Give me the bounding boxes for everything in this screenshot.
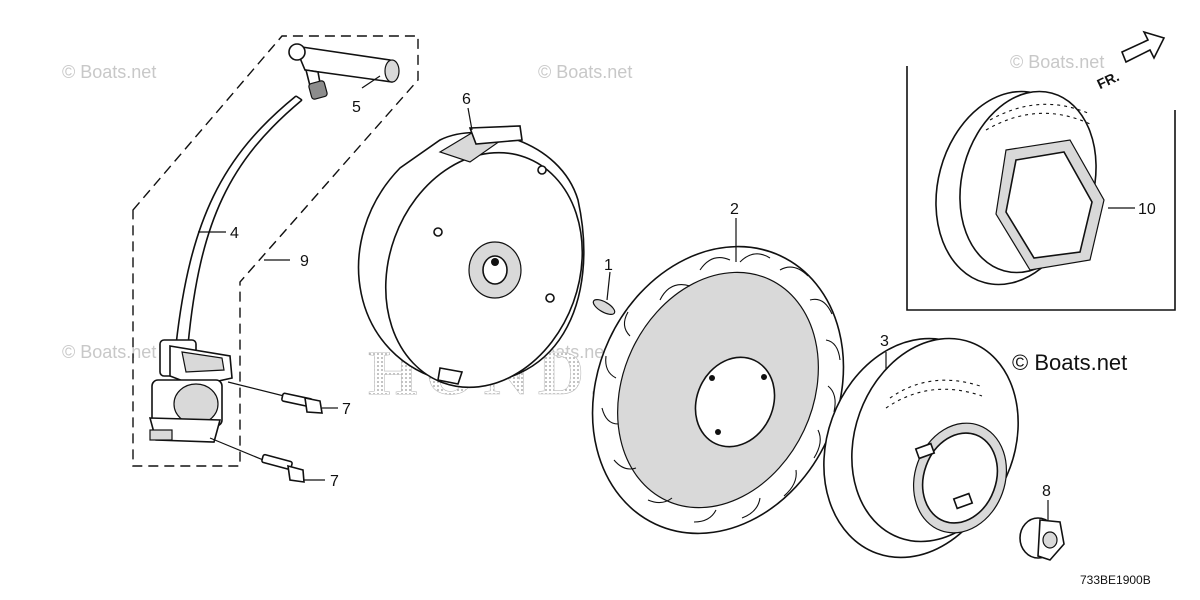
callout-5: 5 xyxy=(352,99,361,116)
diagram-code: 733BE1900B xyxy=(1080,573,1151,587)
watermark-middle-left: © Boats.net xyxy=(62,342,156,362)
callout-3: 3 xyxy=(880,333,889,350)
watermark-top-center: © Boats.net xyxy=(538,62,632,82)
callout-4: 4 xyxy=(230,225,239,242)
alternate-starter-pulley xyxy=(935,90,1105,286)
callout-7-lower: 7 xyxy=(330,473,339,490)
starter-pulley xyxy=(823,337,1019,559)
callout-10: 10 xyxy=(1138,201,1156,218)
flange-nut xyxy=(1019,517,1065,561)
callout-1: 1 xyxy=(604,257,613,274)
copyright-notice: © Boats.net xyxy=(1012,350,1127,375)
ignition-coil-group-outline xyxy=(132,35,419,467)
flywheel-housing xyxy=(357,125,585,389)
watermark-top-left: © Boats.net xyxy=(62,62,156,82)
spark-plug-cap xyxy=(288,43,400,100)
inset-box-frame xyxy=(906,66,1176,311)
callout-7-upper: 7 xyxy=(342,401,351,418)
ignition-cable xyxy=(175,95,303,346)
callout-6: 6 xyxy=(462,91,471,108)
watermark-top-right: © Boats.net xyxy=(1010,52,1104,72)
coil-mounting-bolt-upper xyxy=(227,381,338,414)
callout-9: 9 xyxy=(300,253,309,270)
callout-2: 2 xyxy=(730,201,739,218)
front-direction-indicator: FR. xyxy=(1094,30,1166,92)
coil-mounting-bolt-lower xyxy=(209,437,325,483)
callout-8: 8 xyxy=(1042,483,1051,500)
cooling-fan xyxy=(591,245,845,535)
woodruff-key xyxy=(592,299,616,315)
ignition-coil xyxy=(148,339,233,443)
